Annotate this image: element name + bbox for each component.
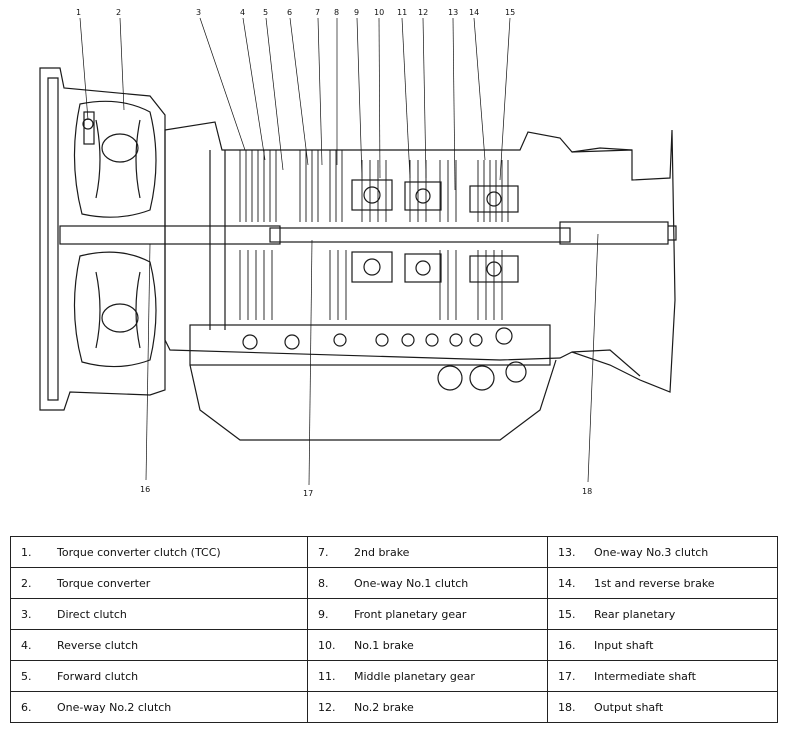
legend-cell: 3. Direct clutch [10,598,308,630]
legend-cell: 8. One-way No.1 clutch [307,567,548,599]
callout-12: 12 [418,8,428,17]
callout-18: 18 [582,487,592,496]
main-case [164,121,676,393]
legend-number: 14. [558,576,576,590]
callout-16: 16 [140,485,150,494]
legend-number: 1. [21,545,32,559]
legend-label: 1st and reverse brake [594,576,715,590]
legend-number: 9. [318,607,329,621]
legend-cell: 15. Rear planetary [547,598,778,630]
legend-cell: 7. 2nd brake [307,536,548,568]
legend-number: 8. [318,576,329,590]
legend-label: Reverse clutch [57,638,139,652]
legend-number: 17. [558,669,576,683]
legend-cell: 18. Output shaft [547,691,778,723]
legend-cell: 11. Middle planetary gear [307,660,548,692]
input-shaft [59,225,281,245]
legend-row: 4. Reverse clutch 10. No.1 brake 16. Input … [10,629,778,661]
legend-label: Input shaft [594,638,654,652]
legend-cell: 14. 1st and reverse brake [547,567,778,599]
legend-number: 12. [318,700,336,714]
legend-cell: 9. Front planetary gear [307,598,548,630]
callout-8: 8 [334,8,339,17]
legend-cell: 13. One-way No.3 clutch [547,536,778,568]
legend-row: 3. Direct clutch 9. Front planetary gear 1… [10,598,778,630]
transmission-cutaway-diagram: 1 2 3 4 5 6 7 8 9 10 11 12 13 14 15 16 1… [39,8,677,498]
legend-cell: 16. Input shaft [547,629,778,661]
legend-number: 16. [558,638,576,652]
legend-number: 15. [558,607,576,621]
planetary-sets [351,179,519,283]
legend-label: No.1 brake [354,638,414,652]
legend-cell: 4. Reverse clutch [10,629,308,661]
legend-cell: 17. Intermediate shaft [547,660,778,692]
callout-7: 7 [315,8,320,17]
legend-number: 6. [21,700,32,714]
legend-label: Intermediate shaft [594,669,696,683]
callout-3: 3 [196,8,201,17]
legend-cell: 5. Forward clutch [10,660,308,692]
legend-label: Middle planetary gear [354,669,475,683]
legend-number: 2. [21,576,32,590]
legend-number: 5. [21,669,32,683]
legend-cell: 2. Torque converter [10,567,308,599]
callout-14: 14 [469,8,479,17]
legend-label: Output shaft [594,700,664,714]
legend-label: One-way No.2 clutch [57,700,172,714]
legend-label: Front planetary gear [354,607,467,621]
callout-17: 17 [303,489,313,498]
legend-number: 7. [318,545,329,559]
legend-label: Torque converter [57,576,151,590]
legend-row: 5. Forward clutch 11. Middle planetary gea… [10,660,778,692]
oil-pan [189,359,557,441]
legend-row: 6. One-way No.2 clutch 12. No.2 brake 18. O… [10,691,778,723]
legend-label: One-way No.3 clutch [594,545,709,559]
legend-number: 13. [558,545,576,559]
callout-1: 1 [76,8,81,17]
clutch-packs [239,150,509,320]
callout-6: 6 [287,8,292,17]
callout-10: 10 [374,8,384,17]
legend-number: 11. [318,669,336,683]
legend-cell: 6. One-way No.2 clutch [10,691,308,723]
legend-number: 10. [318,638,336,652]
legend-label: Forward clutch [57,669,139,683]
legend-row: 1. Torque converter clutch (TCC) 7. 2nd br… [10,536,778,568]
output-shaft [559,221,669,245]
legend-label: No.2 brake [354,700,414,714]
legend-label: Torque converter clutch (TCC) [57,545,221,559]
legend-label: One-way No.1 clutch [354,576,469,590]
callout-5: 5 [263,8,268,17]
callout-2: 2 [116,8,121,17]
legend-label: Rear planetary [594,607,676,621]
legend-cell: 1. Torque converter clutch (TCC) [10,536,308,568]
tcc-plate [82,111,95,145]
legend-row: 2. Torque converter 8. One-way No.1 clutch… [10,567,778,599]
callout-9: 9 [354,8,359,17]
bell-housing [39,67,166,411]
torque-converter [73,100,157,368]
legend-number: 3. [21,607,32,621]
legend-cell: 12. No.2 brake [307,691,548,723]
tail-housing [571,147,641,377]
legend-label: 2nd brake [354,545,410,559]
valve-body [189,324,551,391]
callout-15: 15 [505,8,515,17]
callout-4: 4 [240,8,245,17]
intermediate-shaft [269,227,571,243]
legend-label: Direct clutch [57,607,127,621]
callout-11: 11 [397,8,407,17]
legend-number: 18. [558,700,576,714]
legend-cell: 10. No.1 brake [307,629,548,661]
legend-number: 4. [21,638,32,652]
legend-table: 1. Torque converter clutch (TCC) 7. 2nd br… [10,536,778,723]
callout-13: 13 [448,8,458,17]
